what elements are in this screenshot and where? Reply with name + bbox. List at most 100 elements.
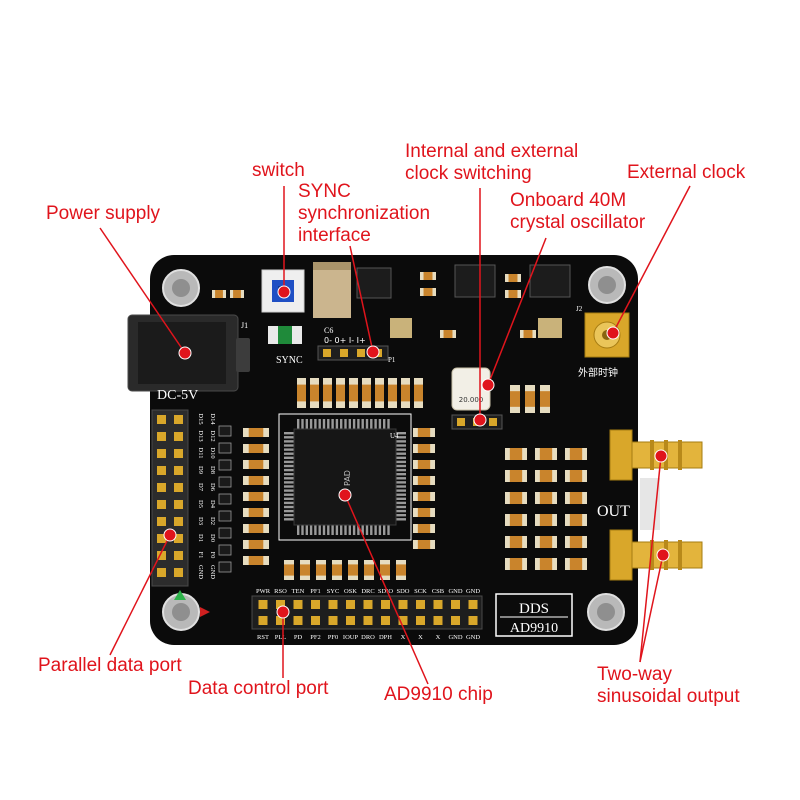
control-label-bottom: PD [294,634,303,641]
capacitor-pad [522,514,527,526]
capacitor-pad [565,514,570,526]
chip-pin [305,525,308,535]
parallel-label-a: F1 [197,552,204,559]
parallel-pin [157,415,166,424]
resistor [218,527,232,539]
capacitor-pad [525,406,535,413]
capacitor-pad [364,575,374,580]
resistor-body [218,510,232,522]
regulator-ic [529,264,571,298]
capacitor-pad [432,288,436,296]
control-pin [468,600,478,609]
chip-pin [284,518,294,521]
sync-label-line-3: interface [298,225,371,246]
capacitor-body [505,274,521,282]
control-label-top: CSB [432,588,445,595]
capacitor-body [565,492,587,504]
resistor-body [218,561,232,573]
capacitor-body [310,378,319,408]
resistor [218,510,232,522]
chip-pin [284,464,294,468]
capacitor-body [243,556,269,565]
chip-pin [327,419,330,429]
capacitor-pad [375,401,384,408]
capacitor-pad [532,330,536,338]
out-label: OUT [597,503,630,520]
capacitor-body [364,560,374,580]
resistor-body [218,459,232,471]
parallel-pin [157,466,166,475]
capacitor [535,536,557,548]
capacitor [413,444,435,453]
parallel-label-b: D8 [209,466,216,474]
chip-pin [301,419,304,429]
capacitor [243,508,269,517]
chip-leader [344,494,429,685]
capacitor-body [362,378,371,408]
capacitor-pad [582,492,587,504]
capacitor-pad [263,508,269,517]
capacitor-pad [263,428,269,437]
chip-pin [284,477,294,480]
parallel-pin [157,534,166,543]
capacitor-pad [430,460,435,469]
chip-pin [284,514,294,517]
capacitor [375,378,384,408]
control-pin [468,616,478,625]
chip-pin [348,525,351,535]
capacitor-body [505,514,527,526]
power-leader [99,227,186,354]
parallel-pin [174,449,183,458]
capacitor-pad [522,536,527,548]
capacitor [413,460,435,469]
chip-pin [378,525,382,535]
control-label-bottom: DPH [379,634,392,641]
chip-pin [284,493,294,496]
parallel-pin [174,415,183,424]
control-pin [398,600,408,609]
capacitor-pad [388,401,397,408]
capacitor-body [505,492,527,504]
capacitor-body [505,558,527,570]
chip-pin [396,448,406,451]
chip-pins [284,419,406,535]
capacitor-pad [413,460,418,469]
pin1-marker-red [200,607,210,617]
capacitor [336,378,345,408]
capacitor-pad [348,575,358,580]
passive-components [212,272,587,580]
capacitor-pad [300,560,310,565]
control-pin [276,600,285,609]
capacitor [414,378,423,408]
capacitor-pad [505,448,510,460]
parallel-label-a: D3 [197,517,204,525]
control-leader-dot [276,605,290,619]
chip-pin [340,419,343,429]
parallel-pin [174,466,183,475]
parallel-leader [109,534,171,656]
crystal-frequency: 20.000 [459,396,484,404]
capacitor-pad [430,428,435,437]
regulator-ic [454,264,496,298]
clock-switch-leader-dot [473,413,487,427]
chip-pin [383,525,386,535]
parallel-label-b: D2 [209,517,216,525]
chip-pin [370,525,373,535]
capacitor-body [413,508,435,517]
capacitor [535,558,557,570]
chip-pin [340,525,343,535]
control-label-top: RSO [274,588,287,595]
control-pin [433,600,443,609]
capacitor-body [420,272,436,280]
chip-pin [396,481,406,484]
chip-pin [284,497,294,500]
capacitor-pad [522,558,527,570]
capacitor-pad [243,476,249,485]
capacitor-body [348,560,358,580]
capacitor-pad [243,492,249,501]
chip-pin [284,468,294,472]
output-leader-dot-bottom [656,548,670,562]
output-label-line-2: sinusoidal output [597,686,740,707]
capacitor-pad [243,524,249,533]
capacitor-body [243,460,269,469]
